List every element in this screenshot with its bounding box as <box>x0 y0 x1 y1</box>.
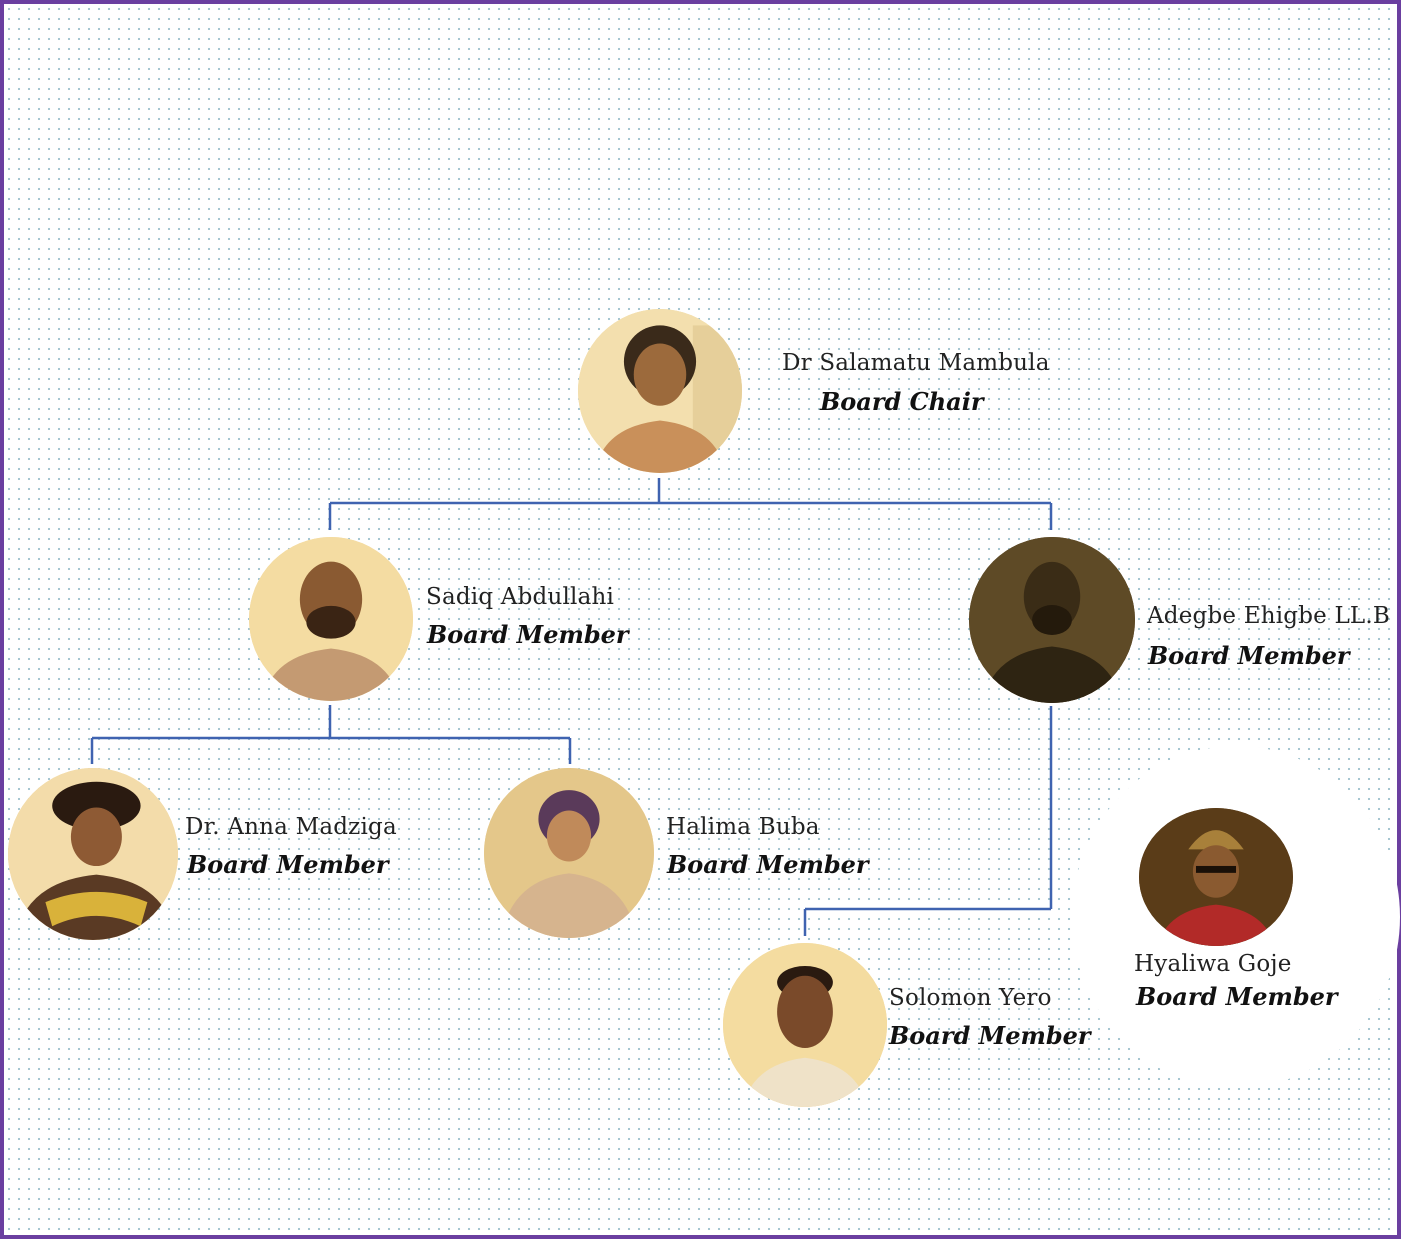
member-name: Halima Buba <box>666 814 820 840</box>
member-name: Solomon Yero <box>889 985 1052 1011</box>
person-photo-icon <box>249 537 413 701</box>
member-role: Board Member <box>427 620 629 649</box>
person-photo-icon <box>969 537 1135 703</box>
member-role: Board Chair <box>820 387 984 416</box>
person-photo-icon <box>484 768 654 938</box>
member-name: Dr. Anna Madziga <box>185 814 397 840</box>
person-photo-icon <box>578 309 742 473</box>
person-photo-icon <box>1139 808 1293 946</box>
person-photo-icon <box>8 768 178 940</box>
person-photo-icon <box>723 943 887 1107</box>
member-role: Board Member <box>187 850 389 879</box>
member-role: Board Member <box>1136 982 1338 1011</box>
member-name: Adegbe Ehigbe LL.B <box>1147 603 1390 629</box>
member-role: Board Member <box>889 1021 1091 1050</box>
member-name: Sadiq Abdullahi <box>426 584 615 610</box>
member-role: Board Member <box>1148 641 1350 670</box>
member-role: Board Member <box>667 850 869 879</box>
member-name: Dr Salamatu Mambula <box>782 350 1050 376</box>
member-name: Hyaliwa Goje <box>1134 951 1292 977</box>
